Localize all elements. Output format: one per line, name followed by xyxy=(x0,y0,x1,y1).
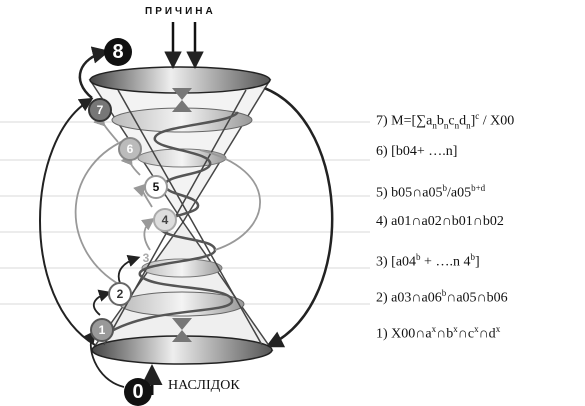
outer-loop-right xyxy=(254,83,334,348)
step-node-1: 1 xyxy=(90,318,114,342)
formula-1: 1) X00∩ax∩bx∩cx∩dx xyxy=(376,324,501,342)
arrow-3-4 xyxy=(141,217,155,251)
step-node-6: 6 xyxy=(118,137,142,161)
step-node-0: 0 xyxy=(124,378,152,406)
step-node-3: 3 xyxy=(142,251,150,265)
small-hourglass-bottom xyxy=(172,318,192,342)
formula-4: 4) a01∩a02∩b01∩b02 xyxy=(376,214,504,229)
small-hourglass-top xyxy=(172,88,192,112)
cross-line-a xyxy=(117,89,263,346)
step-node-8: 8 xyxy=(104,38,132,66)
arrow-back-left xyxy=(74,139,126,286)
arrow-4-5 xyxy=(133,183,153,208)
formula-5: 5) b05∩a05b/a05b+d xyxy=(376,183,486,201)
step-node-5: 5 xyxy=(144,175,168,199)
effect-label: НАСЛІДОК xyxy=(168,378,240,393)
arrow-1-2 xyxy=(92,289,112,316)
formula-3: 3) [a04b + ….n 4b] xyxy=(376,252,480,270)
formula-6: 6) [b04+ ….n] xyxy=(376,144,458,159)
formula-7: 7) M=[∑anbncndn]c / X00 xyxy=(376,111,515,131)
arrow-7-8 xyxy=(78,46,110,99)
step-node-4: 4 xyxy=(153,208,177,232)
formula-2: 2) a03∩a06b∩a05∩b06 xyxy=(376,288,508,306)
cause-label: ПРИЧИНА xyxy=(145,6,216,17)
arrow-2-3 xyxy=(117,254,141,284)
arrow-back-right xyxy=(199,149,261,251)
upper-band-2 xyxy=(137,148,227,168)
outer-loop-left xyxy=(39,97,96,346)
step-node-7: 7 xyxy=(88,98,112,122)
step-node-2: 2 xyxy=(108,282,132,306)
